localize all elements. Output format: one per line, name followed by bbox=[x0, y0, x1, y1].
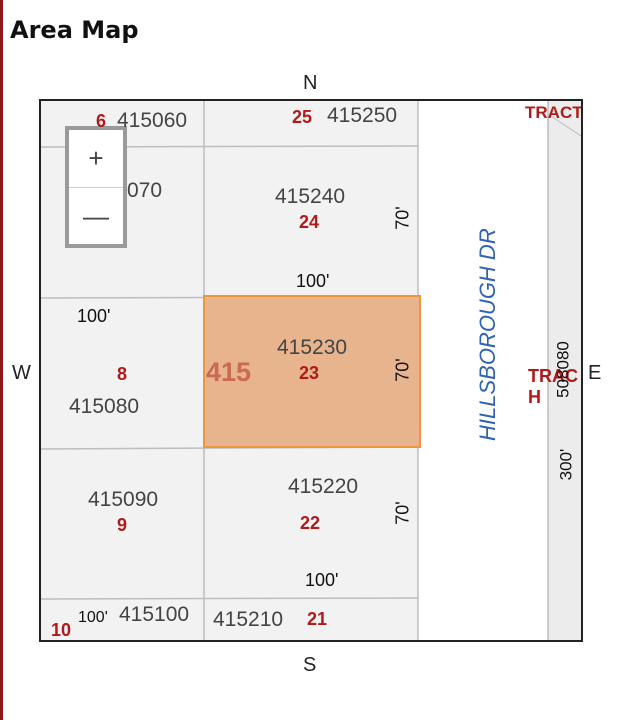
street-right-of-way bbox=[418, 101, 548, 640]
tract-label: TRAC bbox=[528, 366, 578, 386]
zoom-control: + — bbox=[65, 126, 127, 248]
left-accent-rule bbox=[0, 0, 3, 720]
lot-21: 21 bbox=[307, 609, 328, 629]
lot-25: 25 bbox=[292, 107, 313, 127]
parcel-415220: 415220 bbox=[288, 475, 359, 498]
compass-east: E bbox=[588, 362, 602, 384]
lot-24: 24 bbox=[299, 212, 320, 232]
dimension-100-upper: 100' bbox=[296, 271, 330, 291]
tract-number: 508080 bbox=[553, 341, 573, 398]
lot-8: 8 bbox=[117, 364, 128, 384]
area-map[interactable]: + — 6 415060 25 415250 070 415240 24 70'… bbox=[39, 99, 583, 642]
tract-letter: H bbox=[528, 387, 541, 407]
parcel-415240: 415240 bbox=[275, 185, 346, 208]
compass-north: N bbox=[303, 72, 318, 94]
lot-23: 23 bbox=[299, 363, 320, 383]
lot-22: 22 bbox=[300, 513, 321, 533]
lot-10: 10 bbox=[51, 620, 72, 640]
street-label: HILLSBOROUGH DR bbox=[475, 228, 500, 441]
zoom-in-button[interactable]: + bbox=[69, 130, 123, 188]
lot-9: 9 bbox=[117, 515, 128, 535]
dimension-300: 300' bbox=[556, 448, 576, 481]
dimension-100-bottom: 100' bbox=[78, 609, 108, 626]
dimension-100-lower: 100' bbox=[305, 570, 339, 590]
parcel-415230: 415230 bbox=[277, 336, 348, 359]
lot-6: 6 bbox=[96, 111, 107, 131]
dimension-70-middle: 70' bbox=[392, 358, 413, 382]
compass-south: S bbox=[303, 654, 317, 676]
tract-label-top: TRACT bbox=[525, 103, 583, 122]
dimension-100-left: 100' bbox=[77, 306, 111, 326]
parcel-415070: 070 bbox=[127, 179, 163, 202]
parcel-415210: 415210 bbox=[213, 608, 284, 631]
parcel-415080: 415080 bbox=[69, 395, 140, 418]
parcel-415090: 415090 bbox=[88, 488, 159, 511]
parcel-415250: 415250 bbox=[327, 104, 398, 127]
section-title: Area Map bbox=[10, 16, 139, 44]
compass-west: W bbox=[12, 362, 31, 384]
zoom-out-button[interactable]: — bbox=[83, 201, 109, 231]
dimension-70-lower: 70' bbox=[392, 501, 413, 525]
block-number: 415 bbox=[206, 357, 252, 387]
highlighted-parcel[interactable] bbox=[203, 295, 421, 448]
dimension-70-upper: 70' bbox=[392, 206, 413, 230]
parcel-415100: 415100 bbox=[119, 603, 190, 626]
parcel-lines bbox=[41, 101, 581, 640]
parcel-415060: 415060 bbox=[117, 109, 188, 132]
